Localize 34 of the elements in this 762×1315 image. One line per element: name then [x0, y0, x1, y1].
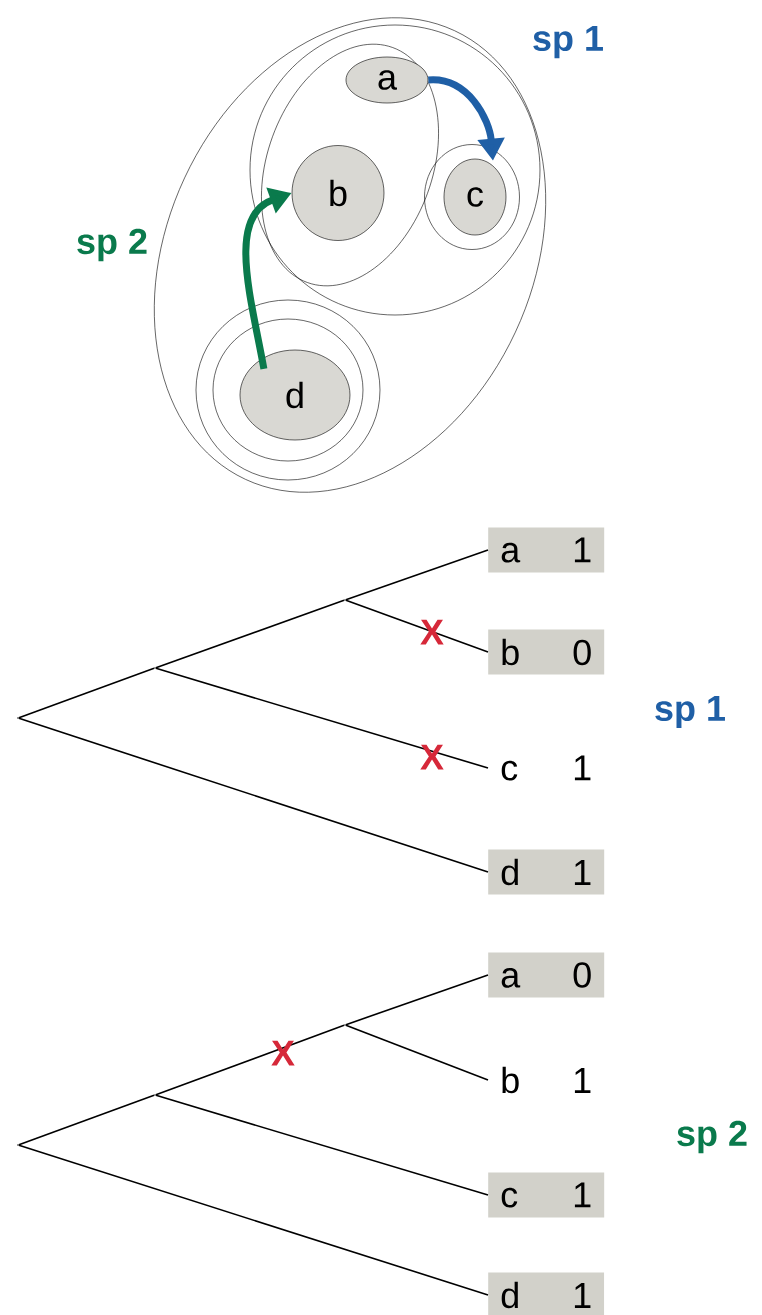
- tree-label: sp 2: [677, 1120, 747, 1154]
- tree-branch: [18, 667, 155, 719]
- edge-label: sp 1: [533, 25, 603, 59]
- tip-box: d 1: [488, 1272, 605, 1315]
- tip-box: b 0: [488, 629, 605, 675]
- tip-box: d 1: [488, 849, 605, 895]
- tip-box: a 0: [488, 952, 605, 998]
- contour: [424, 144, 520, 250]
- region-blob: c: [443, 158, 507, 236]
- cross-mark: X: [271, 1040, 295, 1066]
- tree-branch: [18, 1094, 155, 1146]
- tree-branch: [155, 1024, 345, 1096]
- tree-branch: [345, 599, 489, 653]
- tree-branch: [18, 1144, 489, 1296]
- region-blob: b: [291, 145, 385, 241]
- tip-label: c 1: [501, 755, 591, 781]
- tree-label: sp 1: [655, 695, 725, 729]
- tree-branch: [18, 717, 489, 873]
- tip-box: c 1: [488, 1172, 605, 1218]
- region-blob: d: [239, 349, 351, 441]
- cross-mark: X: [420, 744, 444, 770]
- tree-branch: [345, 974, 489, 1026]
- tree-branch: [155, 667, 489, 769]
- contour: [261, 43, 439, 287]
- contour: [212, 318, 364, 462]
- region-blob: a: [345, 56, 429, 104]
- contour: [195, 299, 381, 481]
- tree-branch: [155, 1094, 489, 1196]
- tip-box: a 1: [488, 527, 605, 573]
- tip-label: b 1: [502, 1066, 591, 1094]
- edge-label: sp 2: [77, 228, 147, 262]
- tree-branch: [155, 599, 345, 669]
- tree-branch: [345, 549, 489, 601]
- tree-branch: [345, 1024, 489, 1081]
